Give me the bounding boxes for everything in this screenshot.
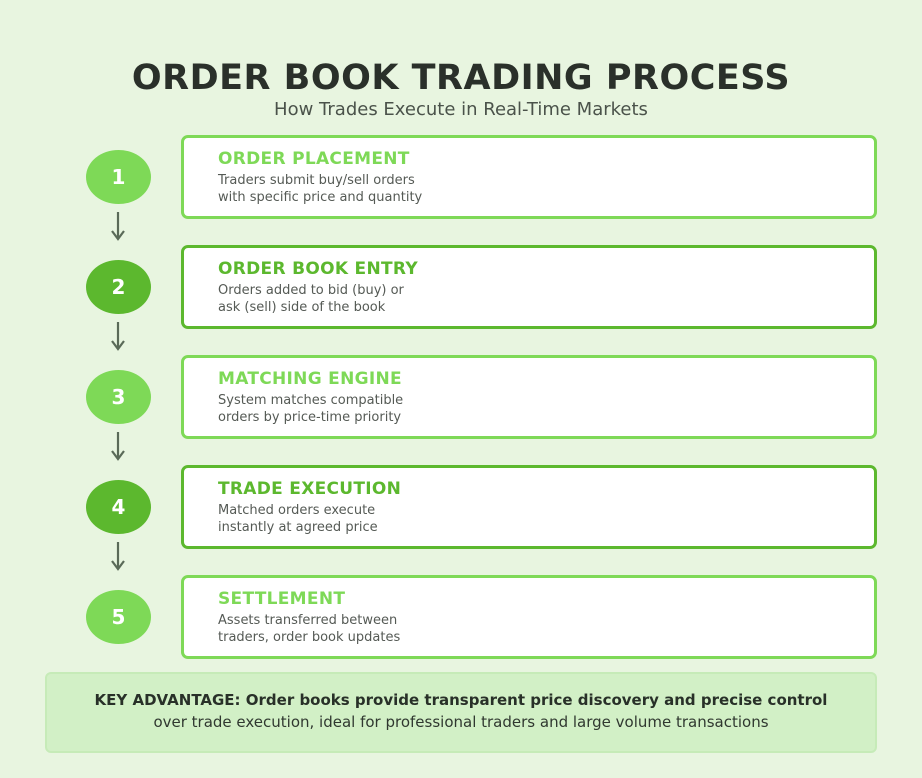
step-2-description: Orders added to bid (buy) or ask (sell) … <box>218 283 404 316</box>
step-1-desc-line2: with specific price and quantity <box>218 189 423 205</box>
arrow-down-icon <box>111 212 125 241</box>
key-advantage-line2: over trade execution, ideal for professi… <box>153 713 769 731</box>
arrow-down-icon <box>111 432 125 461</box>
step-4-card: TRADE EXECUTION Matched orders execute i… <box>181 465 877 549</box>
step-3-desc-line2: orders by price-time priority <box>218 409 402 425</box>
step-2-title: ORDER BOOK ENTRY <box>218 259 418 279</box>
step-4-description: Matched orders execute instantly at agre… <box>218 503 378 536</box>
step-4-desc-line1: Matched orders execute <box>218 503 376 518</box>
arrow-down-icon <box>111 322 125 351</box>
step-2-number-badge: 2 <box>86 260 151 314</box>
arrow-down-icon <box>111 542 125 571</box>
step-2-card: ORDER BOOK ENTRY Orders added to bid (bu… <box>181 245 877 329</box>
step-5-description: Assets transferred between traders, orde… <box>218 613 400 646</box>
step-3-description: System matches compatible orders by pric… <box>218 393 403 426</box>
step-5-number-badge: 5 <box>86 590 151 644</box>
key-advantage-line1: KEY ADVANTAGE: Order books provide trans… <box>94 691 828 709</box>
step-4-number-badge: 4 <box>86 480 151 534</box>
step-5-title: SETTLEMENT <box>218 589 346 609</box>
step-1-number-badge: 1 <box>86 150 151 204</box>
step-3-title: MATCHING ENGINE <box>218 369 402 389</box>
step-4-desc-line2: instantly at agreed price <box>218 519 378 535</box>
step-1-desc-line1: Traders submit buy/sell orders <box>218 173 415 188</box>
step-3-number-badge: 3 <box>86 370 151 424</box>
step-5-desc-line2: traders, order book updates <box>218 629 401 645</box>
step-5-desc-line1: Assets transferred between <box>218 613 398 628</box>
step-2-desc-line2: ask (sell) side of the book <box>218 299 386 315</box>
step-1-title: ORDER PLACEMENT <box>218 149 410 169</box>
step-2-desc-line1: Orders added to bid (buy) or <box>218 283 404 298</box>
step-3-card: MATCHING ENGINE System matches compatibl… <box>181 355 877 439</box>
step-1-card: ORDER PLACEMENT Traders submit buy/sell … <box>181 135 877 219</box>
key-advantage-box: KEY ADVANTAGE: Order books provide trans… <box>45 672 877 753</box>
step-3-desc-line1: System matches compatible <box>218 393 404 408</box>
page-subtitle: How Trades Execute in Real-Time Markets <box>274 99 648 120</box>
page-title: ORDER BOOK TRADING PROCESS <box>131 58 791 98</box>
step-5-card: SETTLEMENT Assets transferred between tr… <box>181 575 877 659</box>
step-4-title: TRADE EXECUTION <box>218 479 402 499</box>
step-1-description: Traders submit buy/sell orders with spec… <box>218 173 422 206</box>
